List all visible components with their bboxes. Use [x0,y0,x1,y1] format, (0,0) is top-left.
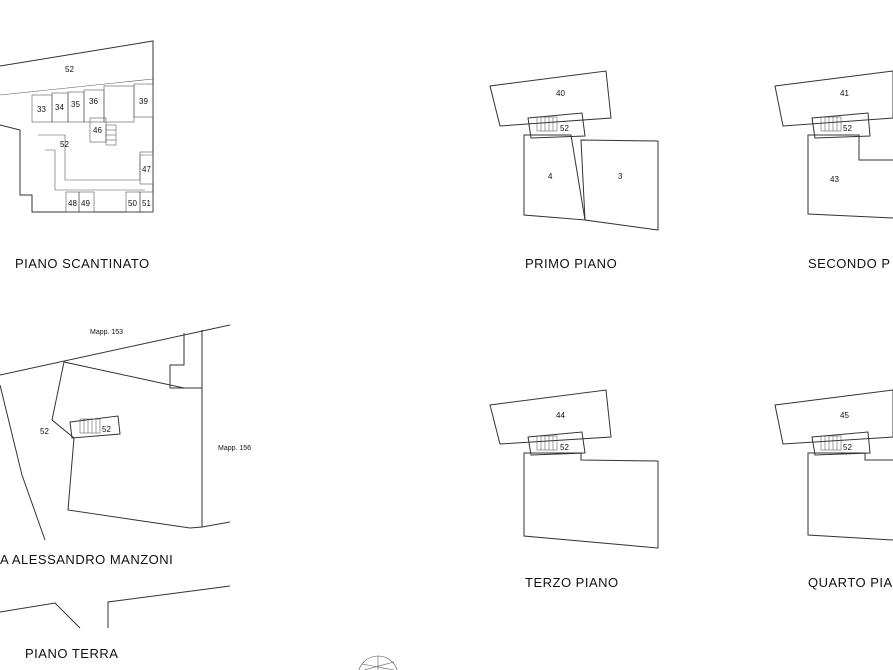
label-unit-49: 49 [81,199,90,208]
label-secondo-43: 43 [830,175,839,184]
label-mapp-153: Mapp. 153 [90,329,123,336]
stairs-terra [79,418,101,434]
primo-unit-3 [580,139,659,231]
cell-49 [78,191,95,213]
quarto-unit [807,452,893,541]
caption-terzo-piano: TERZO PIANO [525,575,619,590]
stairs-secondo [820,116,842,132]
cell-47 [139,151,154,185]
cell-36 [83,89,105,123]
label-secondo-41: 41 [840,89,849,98]
scantinato-corridor-line [0,78,154,96]
caption-piano-terra: PIANO TERRA [25,646,118,661]
plan-piano-terra-site: Mapp. 153 Mapp. 156 52 52 A ALESSANDRO M… [0,324,251,567]
label-terzo-44: 44 [556,411,565,420]
terzo-upper-block [489,389,612,445]
label-secondo-52: 52 [843,124,852,133]
plan-piano-scantinato: 52 52 33 34 35 36 39 46 47 48 49 50 51 P… [0,40,154,271]
terzo-unit [523,452,659,549]
label-primo-40: 40 [556,89,565,98]
secondo-stair-core [811,112,871,139]
label-terra-stair-52: 52 [102,425,111,434]
plan-terzo-piano: 44 52 TERZO PIANO [489,389,659,590]
label-unit-46: 46 [93,126,102,135]
label-primo-52: 52 [560,124,569,133]
inner-corridor [38,134,153,181]
label-unit-47: 47 [142,165,151,174]
stairs-terzo [536,435,558,451]
label-scantinato-common: 52 [65,65,74,74]
label-quarto-45: 45 [840,411,849,420]
label-unit-48: 48 [68,199,77,208]
label-mapp-156: Mapp. 156 [218,445,251,452]
terra-north-boundary [0,324,231,376]
stairs-primo [536,116,558,132]
caption-street-manzoni: A ALESSANDRO MANZONI [0,552,173,567]
label-unit-50: 50 [128,199,137,208]
plan-piano-terra-bottom: PIANO TERRA [0,585,231,661]
cell-39 [133,83,154,118]
label-primo-4: 4 [548,172,553,181]
label-unit-35: 35 [71,100,80,109]
label-primo-3: 3 [618,172,623,181]
compass-rose-icon [358,655,398,670]
caption-quarto-piano: QUARTO PIA [808,575,893,590]
label-quarto-52: 52 [843,443,852,452]
cell-blank [103,85,135,123]
plan-primo-piano: 40 52 4 3 PRIMO PIANO [489,70,659,271]
secondo-unit-43 [807,134,893,219]
label-terra-yard-52: 52 [40,427,49,436]
label-scantinato-inner: 52 [60,140,69,149]
label-unit-51: 51 [142,199,151,208]
plan-quarto-piano: 45 52 QUARTO PIA [774,389,893,590]
primo-stair-core [527,112,586,139]
bottom-road-left [0,602,81,629]
quarto-stair-core [811,431,871,456]
cell-51 [139,191,154,213]
plan-secondo-piano: 41 52 43 SECONDO P [774,70,893,271]
label-terzo-52: 52 [560,443,569,452]
label-unit-33: 33 [37,105,46,114]
caption-piano-scantinato: PIANO SCANTINATO [15,256,150,271]
label-unit-36: 36 [89,97,98,106]
stairs-quarto [820,435,842,451]
primo-unit-4 [523,134,586,221]
bottom-road-right [107,585,231,628]
terra-notch [169,333,200,389]
terra-stair-core [69,415,121,439]
scantinato-outline [0,40,154,213]
label-unit-39: 39 [139,97,148,106]
terzo-stair-core [527,431,586,456]
label-unit-34: 34 [55,103,64,112]
primo-upper-block [489,70,612,127]
caption-secondo-piano: SECONDO P [808,256,891,271]
caption-primo-piano: PRIMO PIANO [525,256,617,271]
terra-west-boundary [0,384,46,541]
secondo-upper-block [774,70,893,127]
quarto-upper-block [774,389,893,445]
terra-courtyard [51,361,203,529]
